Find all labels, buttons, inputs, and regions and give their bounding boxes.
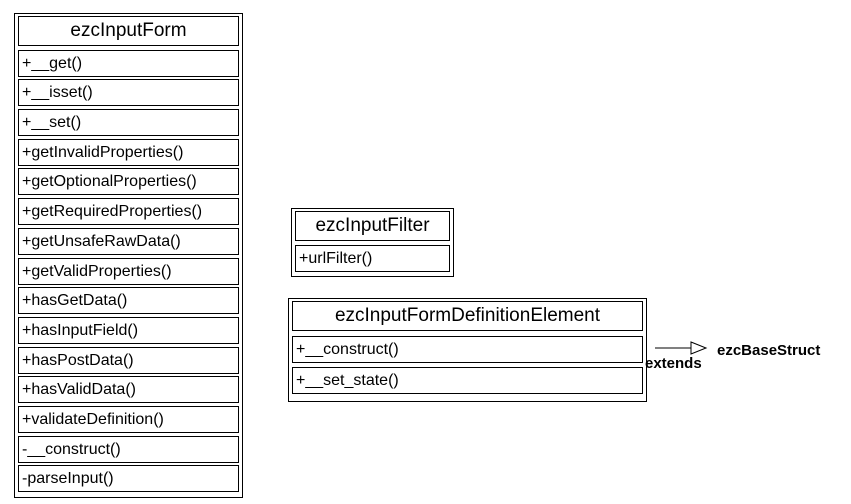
class-method: +getOptionalProperties() — [18, 168, 239, 196]
class-title: ezcInputForm — [18, 16, 239, 46]
superclass-name: ezcBaseStruct — [717, 342, 821, 359]
class-method: +validateDefinition() — [18, 405, 239, 433]
class-method: +__set() — [18, 109, 239, 137]
class-method: +hasPostData() — [18, 346, 239, 374]
uml-class-ezcinputform: ezcInputForm +__get() +__isset() +__set(… — [14, 13, 243, 498]
class-method: -parseInput() — [18, 465, 239, 493]
class-method: +getValidProperties() — [18, 257, 239, 285]
class-method: +__get() — [18, 49, 239, 77]
class-method: +getInvalidProperties() — [18, 138, 239, 166]
class-method: +getRequiredProperties() — [18, 198, 239, 226]
class-title: ezcInputFormDefinitionElement — [292, 301, 643, 331]
class-method: +hasGetData() — [18, 287, 239, 315]
class-method: +getUnsafeRawData() — [18, 227, 239, 255]
extends-label: extends — [645, 355, 702, 372]
uml-class-ezcinputfilter: ezcInputFilter +urlFilter() — [291, 208, 454, 278]
class-method: +__set_state() — [292, 367, 643, 394]
class-method: -__construct() — [18, 435, 239, 463]
class-method: +__construct() — [292, 335, 643, 363]
class-method: +urlFilter() — [295, 244, 450, 272]
arrow-head-open-triangle — [690, 341, 708, 355]
extends-arrow-icon — [655, 341, 708, 355]
class-method: +hasValidData() — [18, 376, 239, 404]
uml-class-ezcinputformdefinitionelement: ezcInputFormDefinitionElement +__constru… — [288, 298, 647, 402]
class-title: ezcInputFilter — [295, 211, 450, 241]
class-method: +hasInputField() — [18, 316, 239, 344]
class-method: +__isset() — [18, 79, 239, 107]
